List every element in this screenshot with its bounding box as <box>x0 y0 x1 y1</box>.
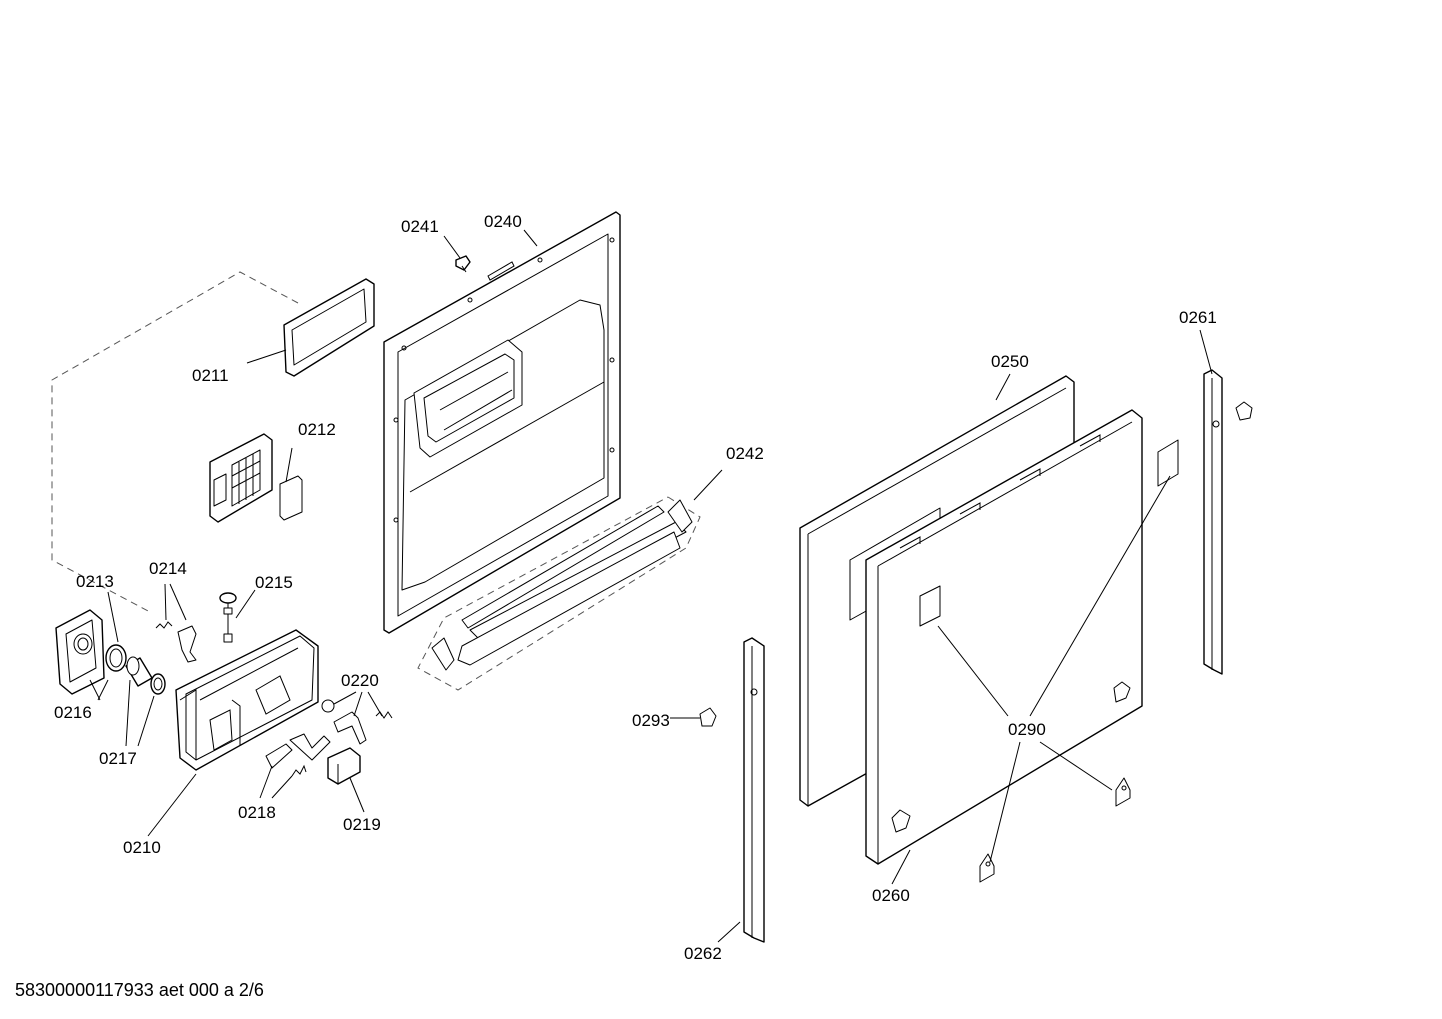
part-0214-spring-lever <box>155 621 197 663</box>
part-0215-plunger <box>219 592 237 643</box>
label-0219: 0219 <box>343 815 381 834</box>
part-0241-screw <box>455 255 471 273</box>
part-0261-side-strip <box>1203 369 1253 675</box>
leader-lines <box>89 229 1213 943</box>
label-0262: 0262 <box>684 944 722 963</box>
part-0262-side-strip <box>743 637 765 943</box>
part-0212-dispenser-lid <box>209 433 303 523</box>
label-0212: 0212 <box>298 420 336 439</box>
assembly-outline-dispenser <box>51 271 299 613</box>
part-0210-dispenser-body <box>175 629 319 771</box>
label-0250: 0250 <box>991 352 1029 371</box>
label-0293: 0293 <box>632 711 670 730</box>
label-0210: 0210 <box>123 838 161 857</box>
label-0241: 0241 <box>401 217 439 236</box>
part-0219-switch <box>327 747 361 785</box>
label-0211: 0211 <box>192 366 229 385</box>
label-0216: 0216 <box>54 703 92 722</box>
part-0240-inner-door <box>383 211 621 634</box>
part-0216-ring-inner <box>109 648 123 668</box>
part-0260-decor-panel <box>865 409 1179 865</box>
label-0261: 0261 <box>1179 308 1217 327</box>
part-0220-ball-lever <box>321 699 393 745</box>
label-0214: 0214 <box>149 559 187 578</box>
label-0215: 0215 <box>255 573 293 592</box>
label-0290: 0290 <box>1008 720 1046 739</box>
label-0217: 0217 <box>99 749 137 768</box>
assembly-outline-0242 <box>417 496 701 691</box>
part-0216-ring <box>105 644 127 672</box>
label-0218: 0218 <box>238 803 276 822</box>
part-0293-plug <box>699 707 717 727</box>
label-0240: 0240 <box>484 212 522 231</box>
drawing-reference-footer: 58300000117933 aet 000 a 2/6 <box>15 980 264 1000</box>
part-0211-gasket-frame <box>283 278 375 377</box>
label-0242: 0242 <box>726 444 764 463</box>
part-0218-lever-spring <box>265 733 331 777</box>
label-0213: 0213 <box>76 572 114 591</box>
part-0213-cap <box>55 609 105 695</box>
label-0220: 0220 <box>341 671 379 690</box>
label-0260: 0260 <box>872 886 910 905</box>
part-0242-handle <box>431 499 693 671</box>
part-0217-sleeve <box>125 656 166 695</box>
part-0290-bracket <box>979 777 1131 883</box>
